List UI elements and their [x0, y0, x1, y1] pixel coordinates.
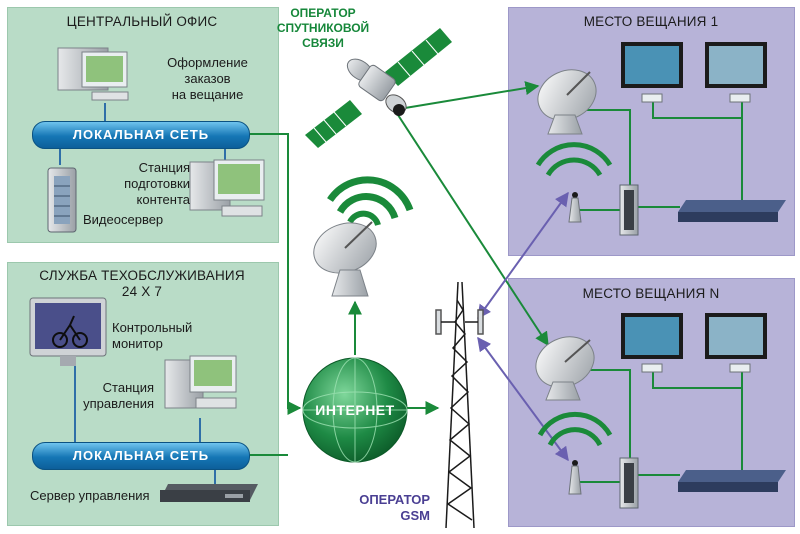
siten-receiver-icon — [619, 457, 639, 509]
maintenance-title: СЛУЖБА ТЕХОБСЛУЖИВАНИЯ 24 X 7 — [39, 268, 245, 299]
siten-monitor-right-icon — [705, 313, 767, 373]
site1-receiver-icon — [619, 184, 639, 236]
satellite-operator-label: ОПЕРАТОР СПУТНИКОВОЙ СВЯЗИ — [276, 6, 370, 50]
gsm-tower-icon — [435, 281, 484, 529]
control-server-label: Сервер управления — [30, 488, 150, 503]
central-office-title: ЦЕНТРАЛЬНЫЙ ОФИС — [66, 14, 218, 29]
satellite-dish-icon — [313, 176, 414, 297]
control-monitor-icon — [29, 297, 107, 366]
control-monitor-label: Контрольный монитор — [112, 320, 193, 351]
site1-antenna-icon — [535, 142, 613, 223]
control-workstation-icon — [164, 355, 237, 409]
prep-station-label: Станция подготовки контента — [124, 160, 190, 207]
site1-switch-icon — [678, 200, 786, 222]
gsm-operator-label: ОПЕРАТОР GSM — [359, 492, 430, 523]
internet-globe-icon — [302, 357, 408, 463]
maintenance-lan: ЛОКАЛЬНАЯ СЕТЬ — [32, 442, 250, 470]
control-server-icon — [160, 484, 258, 502]
siten-monitor-left-icon — [621, 313, 683, 373]
central-office-lan: ЛОКАЛЬНАЯ СЕТЬ — [32, 121, 250, 149]
broadcast-site-1-title: МЕСТО ВЕЩАНИЯ 1 — [583, 14, 719, 29]
siten-antenna-icon — [537, 411, 613, 495]
site1-dish-icon — [537, 69, 597, 135]
video-server-label: Видеосервер — [83, 212, 164, 227]
order-station-label: Оформление заказов на вещание — [167, 55, 248, 102]
video-server-icon — [47, 167, 77, 233]
siten-switch-icon — [678, 470, 786, 492]
satellite-icon — [305, 28, 452, 148]
control-station-label: Станция управления — [83, 380, 154, 411]
order-workstation-icon — [57, 47, 129, 101]
prep-workstation-icon — [189, 159, 265, 217]
broadcast-site-n-title: МЕСТО ВЕЩАНИЯ N — [582, 286, 720, 301]
internet-label: ИНТЕРНЕТ — [315, 402, 395, 418]
site1-monitor-left-icon — [621, 42, 683, 103]
site1-monitor-right-icon — [705, 42, 767, 103]
siten-dish-icon — [535, 336, 595, 401]
